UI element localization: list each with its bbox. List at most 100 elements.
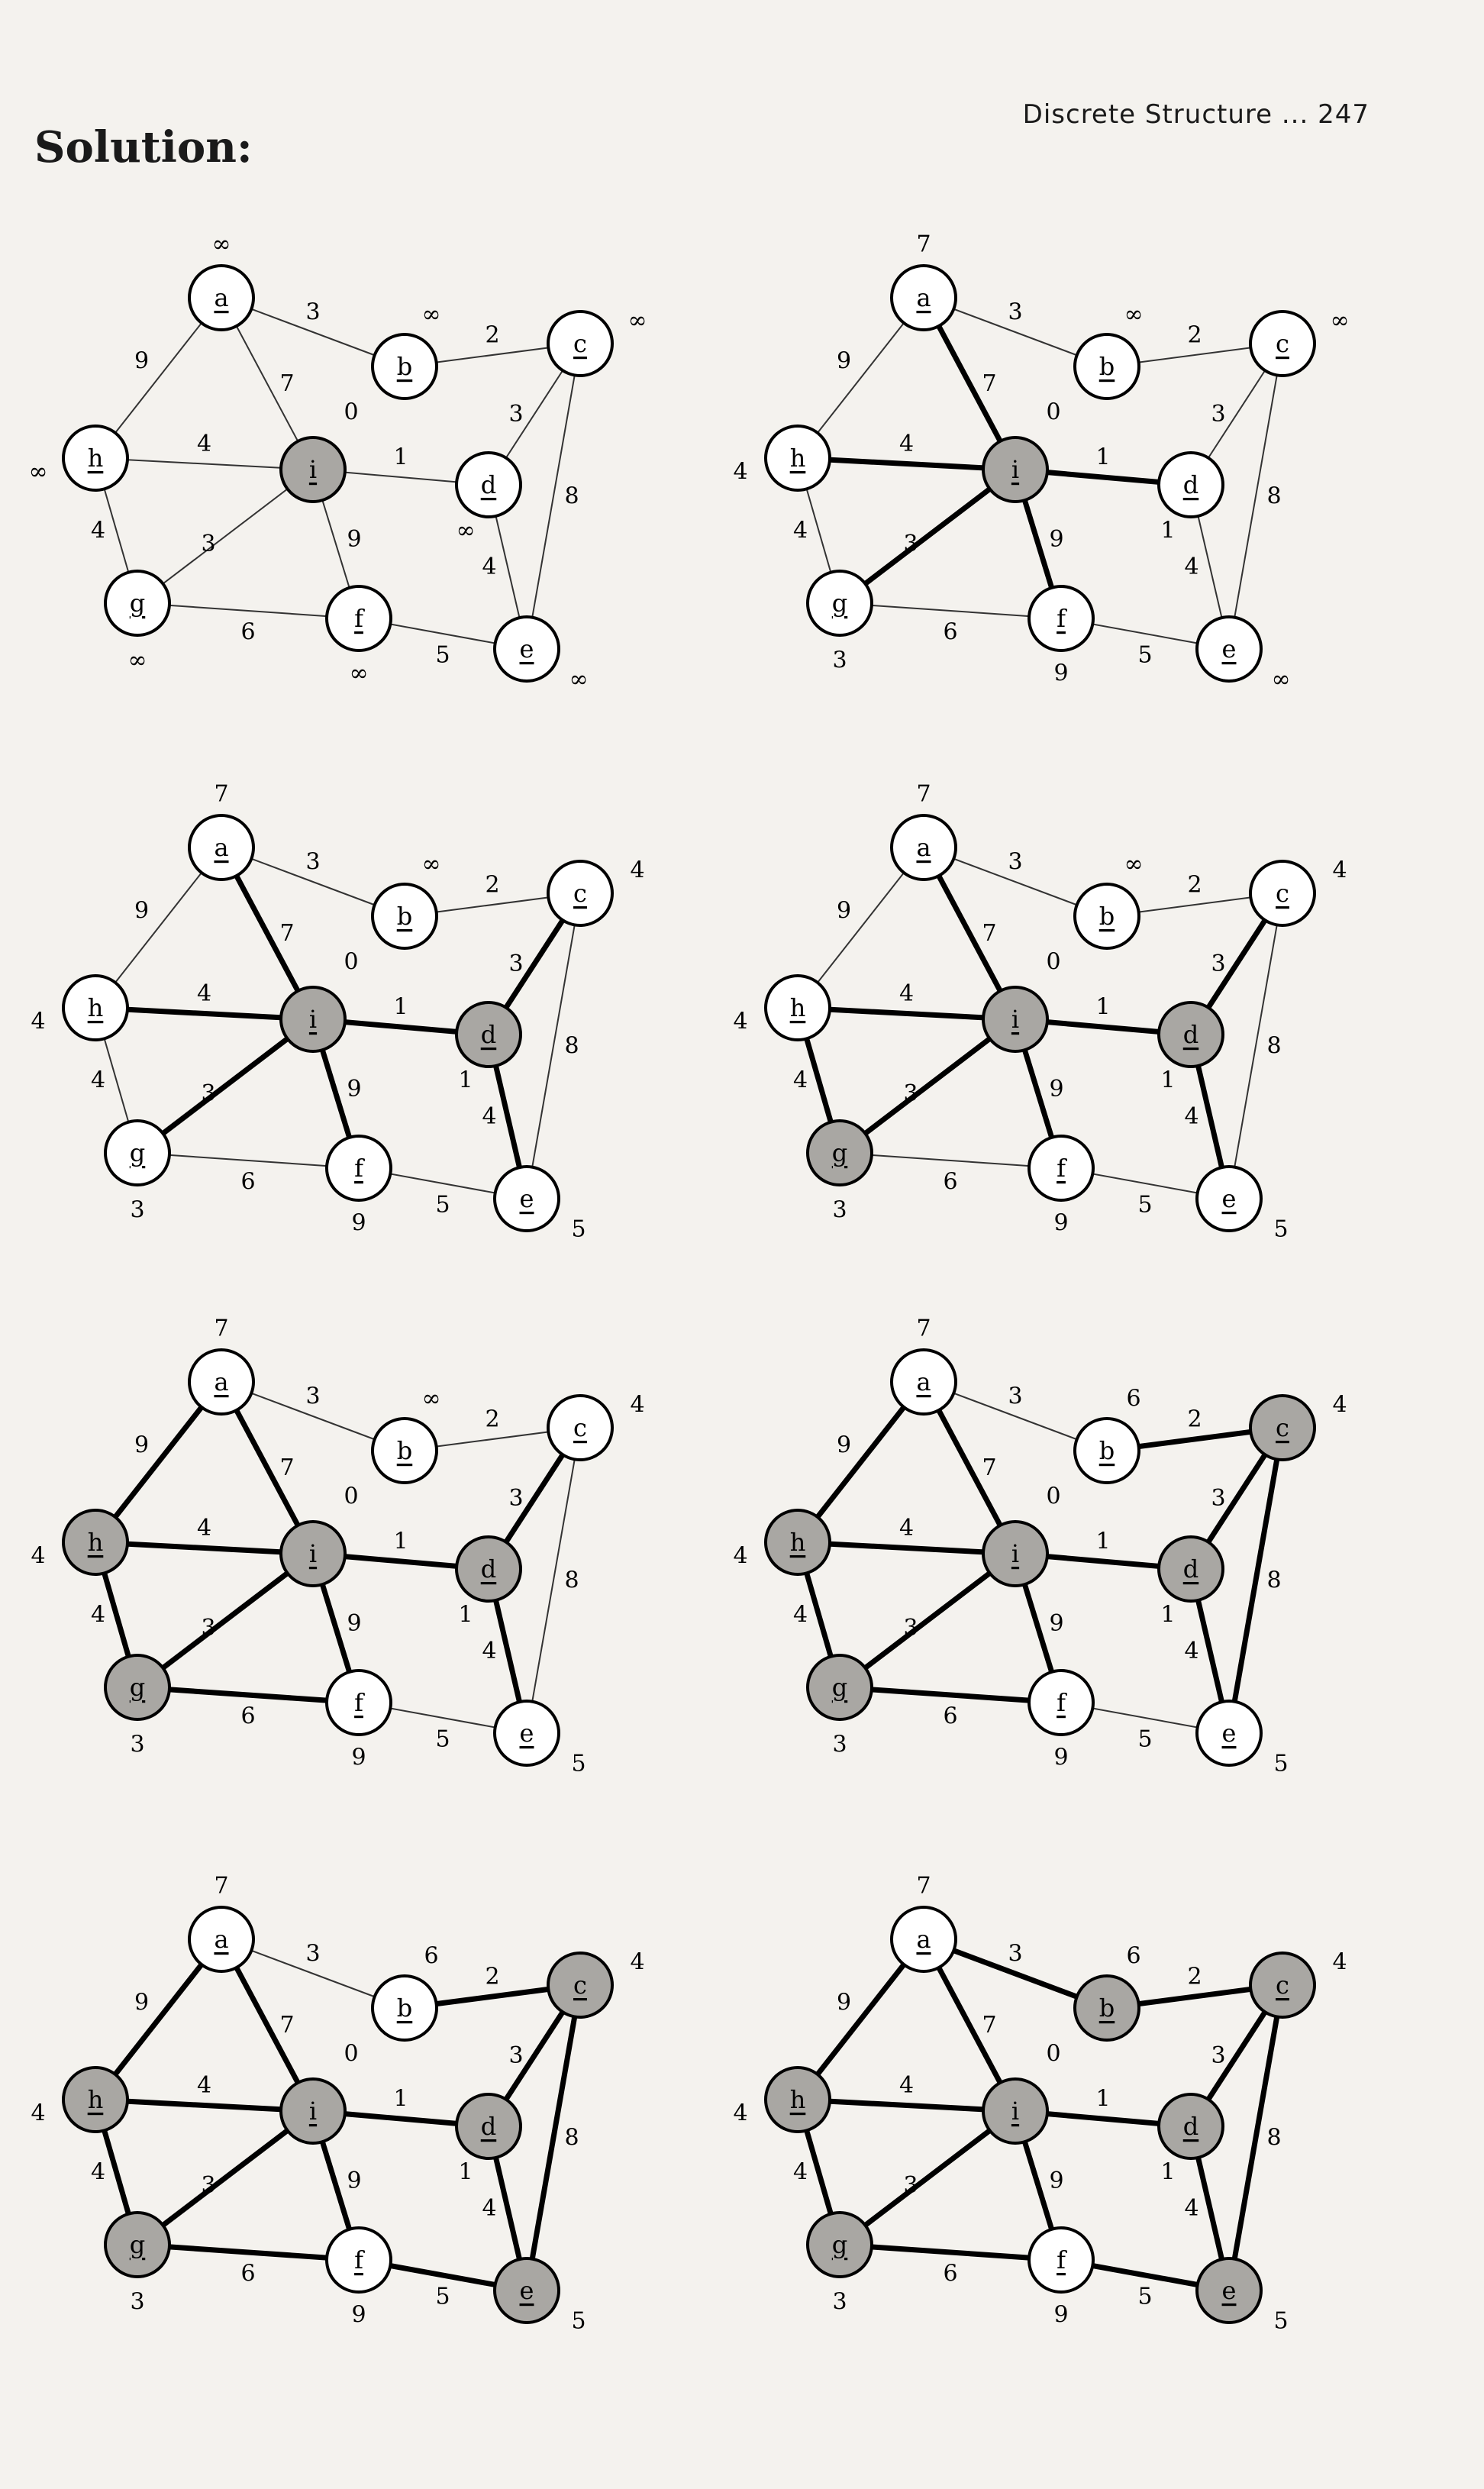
node-c	[547, 1951, 614, 2019]
node-label-i: i	[309, 455, 317, 484]
node-i	[279, 1520, 347, 1587]
distance-label-h: 4	[31, 1543, 45, 1570]
distance-label-b: 6	[1126, 1386, 1140, 1412]
distance-label-a: 7	[916, 1873, 931, 1900]
distance-label-i: 0	[1046, 949, 1060, 976]
node-d	[455, 1001, 522, 1068]
node-label-c: c	[573, 1413, 587, 1442]
node-label-f: f	[1057, 2245, 1067, 2274]
node-f	[325, 1135, 392, 1202]
node-label-f: f	[1057, 604, 1067, 633]
edge-weight-d-e: 4	[482, 2195, 496, 2222]
edge-weight-g-i: 3	[201, 1080, 215, 1107]
edge-weight-a-i: 7	[982, 2012, 996, 2039]
node-h	[62, 1509, 129, 1576]
edge-c-e	[1228, 343, 1283, 650]
edge-g-f	[839, 2242, 1062, 2263]
edge-weight-b-c: 2	[1187, 322, 1202, 349]
edge-g-f	[137, 2242, 360, 2263]
distance-label-e: 5	[571, 1216, 586, 1243]
edge-weight-h-i: 4	[899, 431, 914, 457]
node-label-b: b	[397, 1436, 412, 1465]
node-g	[104, 570, 171, 637]
node-label-b: b	[397, 1993, 412, 2023]
edge-weight-a-i: 7	[982, 1454, 996, 1481]
node-g	[806, 1654, 873, 1721]
node-label-g: g	[130, 589, 145, 618]
edge-weight-i-d: 1	[1095, 994, 1110, 1021]
node-label-i: i	[309, 1005, 317, 1034]
node-a	[890, 814, 957, 881]
page-header: Discrete Structure ... 247	[1022, 99, 1369, 130]
node-label-g: g	[130, 1138, 145, 1167]
edge-weight-h-i: 4	[899, 980, 914, 1007]
distance-label-g: 3	[832, 1732, 847, 1758]
node-h	[62, 2066, 129, 2133]
node-label-e: e	[1222, 634, 1237, 663]
node-label-a: a	[214, 283, 228, 312]
node-label-e: e	[520, 1184, 534, 1213]
edge-weight-d-e: 4	[482, 1638, 496, 1664]
edge-weight-g-i: 3	[201, 1615, 215, 1642]
node-label-h: h	[790, 444, 806, 473]
distance-label-d: 1	[1160, 2159, 1175, 2186]
node-label-g: g	[832, 589, 847, 618]
node-label-e: e	[520, 634, 534, 663]
node-label-c: c	[1276, 879, 1289, 908]
edge-h-i	[95, 457, 314, 470]
node-label-d: d	[1183, 2112, 1198, 2141]
node-label-b: b	[397, 902, 412, 931]
edge-a-h	[95, 847, 222, 1009]
node-b	[371, 333, 438, 400]
edge-g-f	[839, 1684, 1062, 1706]
edge-g-i	[837, 1551, 1018, 1690]
edge-g-i	[135, 1551, 315, 1690]
edge-weight-g-f: 6	[240, 2261, 255, 2287]
edge-weight-a-b: 3	[1008, 1383, 1022, 1410]
edge-weight-a-h: 9	[134, 898, 149, 925]
node-label-d: d	[481, 2112, 496, 2141]
node-g	[806, 570, 873, 637]
node-a	[188, 1348, 255, 1416]
edge-weight-f-e: 5	[435, 1192, 450, 1219]
distance-label-c: 4	[1332, 1949, 1347, 1976]
node-c	[1249, 1394, 1316, 1461]
edge-weight-d-e: 4	[1184, 1103, 1198, 1130]
distance-label-d: 1	[458, 2159, 473, 2186]
node-label-h: h	[790, 2085, 806, 2114]
edge-weight-f-e: 5	[435, 2284, 450, 2310]
edge-weight-h-g: 4	[91, 2159, 105, 2186]
edge-weight-g-f: 6	[240, 1703, 255, 1730]
node-label-i: i	[1011, 455, 1019, 484]
edge-weight-a-h: 9	[837, 1432, 851, 1459]
node-label-d: d	[1183, 470, 1198, 499]
node-label-f: f	[354, 604, 365, 633]
edge-g-i	[837, 1017, 1018, 1155]
node-label-d: d	[1183, 1020, 1198, 1049]
distance-label-d: 1	[1160, 1067, 1175, 1094]
distance-label-i: 0	[1046, 2041, 1060, 2068]
edge-g-i	[837, 467, 1018, 605]
node-label-a: a	[214, 1925, 228, 1954]
edge-g-i	[837, 2109, 1018, 2247]
edge-weight-c-d: 3	[508, 401, 523, 428]
edge-weight-a-i: 7	[279, 370, 294, 397]
node-label-e: e	[1222, 1719, 1237, 1748]
edge-weight-c-d: 3	[1211, 1485, 1225, 1512]
edge-weight-c-e: 8	[564, 1567, 579, 1594]
node-d	[455, 1535, 522, 1603]
node-label-h: h	[88, 444, 104, 473]
edge-weight-i-f: 9	[347, 526, 361, 553]
edge-weight-i-f: 9	[1049, 526, 1063, 553]
node-f	[325, 1669, 392, 1736]
node-e	[493, 1165, 560, 1232]
node-i	[279, 436, 347, 503]
edge-weight-b-c: 2	[485, 322, 499, 349]
node-c	[1249, 1951, 1316, 2019]
distance-label-b: ∞	[422, 1386, 441, 1412]
node-c	[1249, 310, 1316, 377]
